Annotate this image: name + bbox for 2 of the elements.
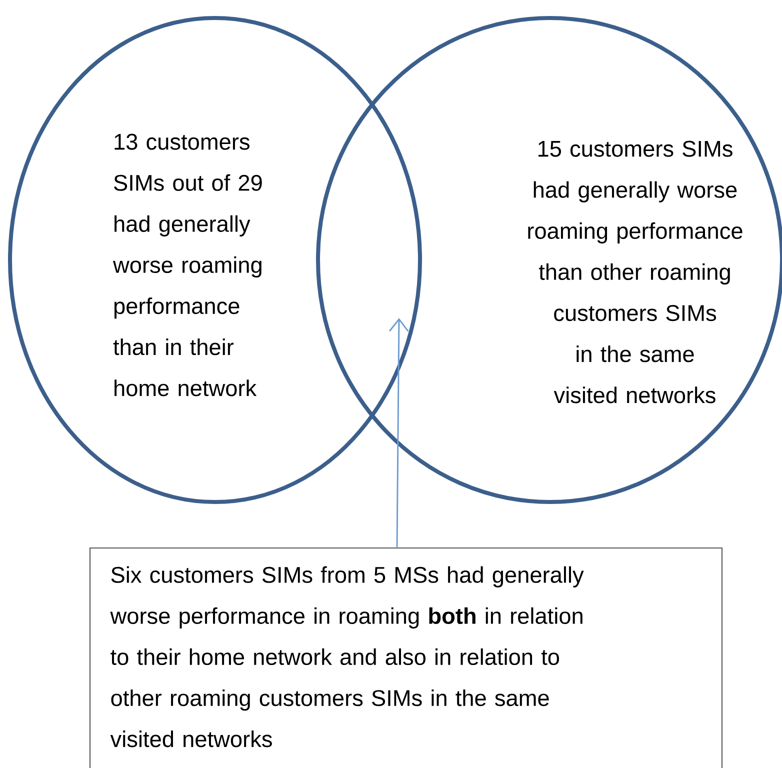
text-box: Six customers SIMs from 5 MSs had generally worse performance in roaming both in relation to their home network and also in relation to other roaming customers SIMs in the same visited networks	[89, 547, 723, 768]
leader-arrow	[388, 318, 409, 548]
